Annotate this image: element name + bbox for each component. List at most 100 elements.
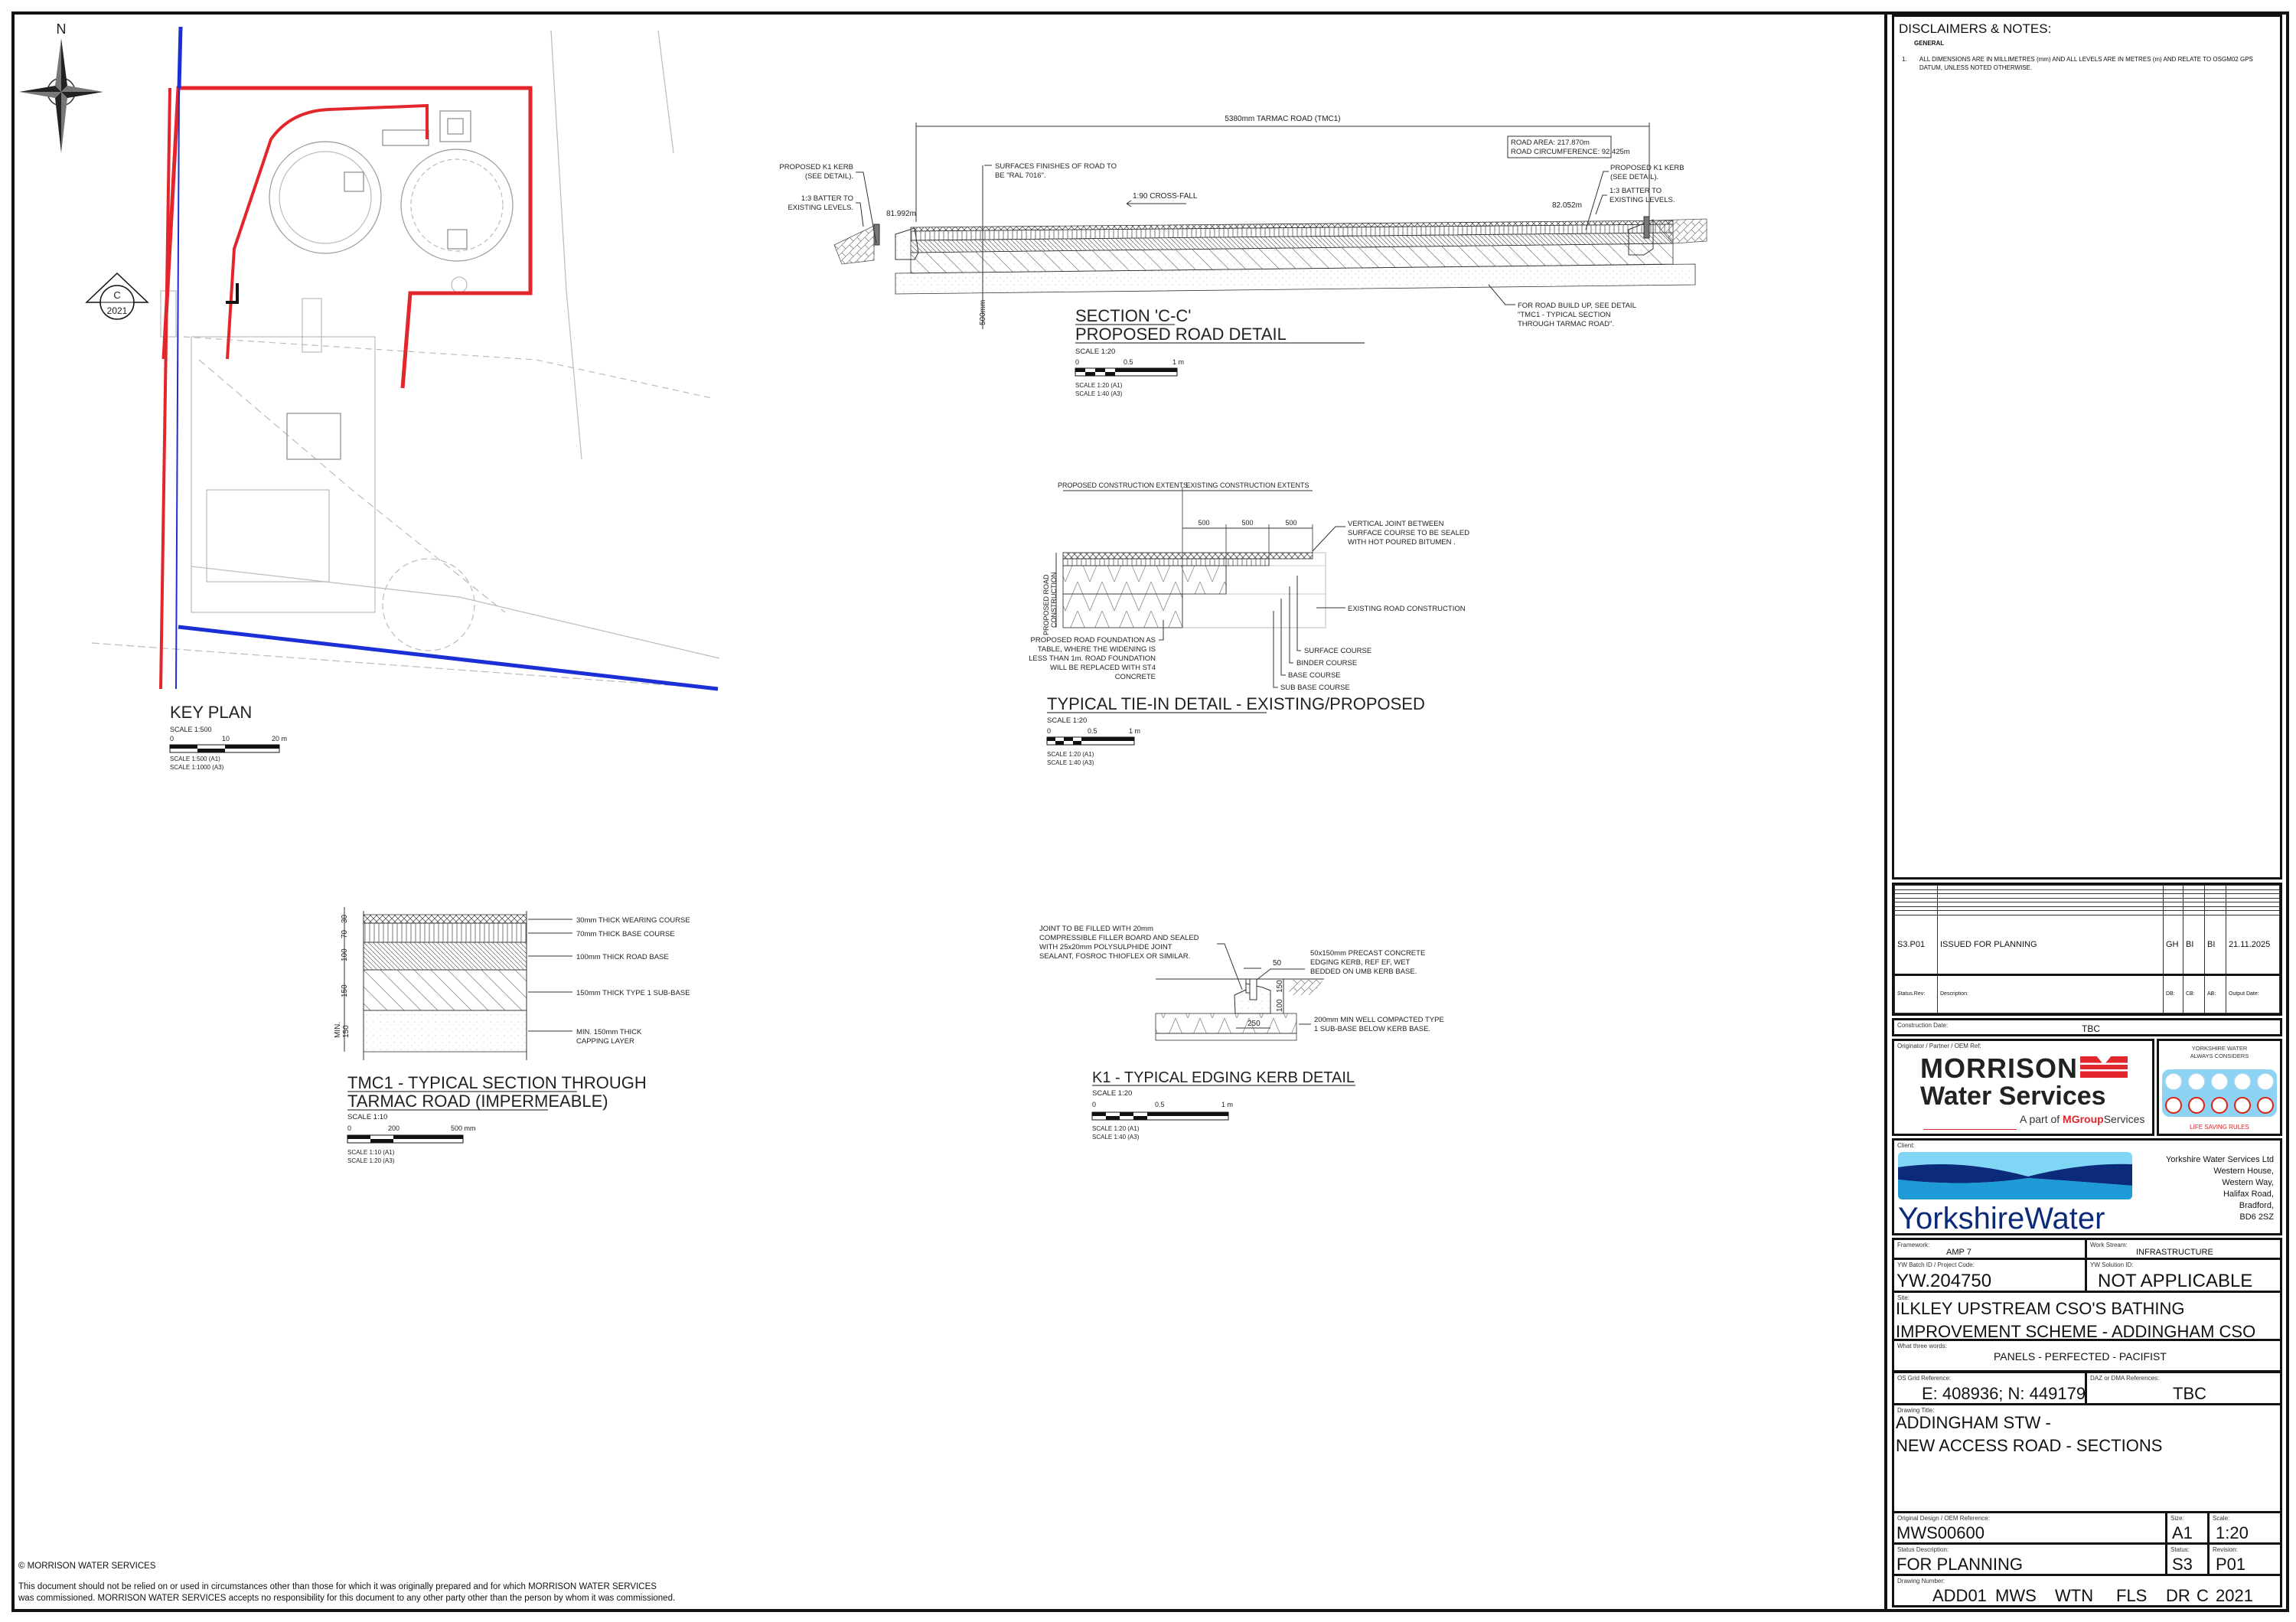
- status-description-field: Status Description: FOR PLANNING: [1892, 1542, 2167, 1576]
- rule-icon: [2257, 1072, 2274, 1090]
- tmc1-section: 30 70 100 150 MIN. 150 30mm THICK WEARIN…: [334, 907, 690, 1164]
- field-text: OS Grid Reference:: [1897, 1375, 1952, 1382]
- field-text: Status.Rev:: [1894, 973, 1938, 1014]
- key-plan: N C 2021 KEY PLAN SCALE 1:500 0 10 20 m …: [19, 21, 720, 771]
- drawing-label: 0: [1092, 1101, 1096, 1108]
- drawing-label: THROUGH TARMAC ROAD".: [1518, 320, 1614, 328]
- field-text: YW Batch ID / Project Code:: [1897, 1261, 1975, 1268]
- pipe-west: [175, 87, 180, 690]
- drawing-label: EXISTING CONSTRUCTION EXTENTS: [1186, 481, 1309, 489]
- morrison-logo: MORRISON Water Services A part of MGroup…: [1920, 1055, 2145, 1130]
- drawing-label: WILL BE REPLACED WITH ST4: [1050, 664, 1156, 672]
- field-text: DAZ or DMA References:: [2090, 1375, 2160, 1382]
- solution-id-field: YW Solution ID: NOT APPLICABLE: [2085, 1258, 2282, 1293]
- field-text: 21.11.2025: [2226, 914, 2280, 975]
- drawing-label: 50x150mm PRECAST CONCRETE: [1310, 949, 1425, 958]
- prohibited-icon: [2257, 1096, 2274, 1114]
- drawing-label: FOR ROAD BUILD UP, SEE DETAIL: [1518, 302, 1636, 310]
- drawing-area: N C 2021 KEY PLAN SCALE 1:500 0 10 20 m …: [19, 21, 1707, 1164]
- drawing-label: SURFACE COURSE TO BE SEALED: [1348, 529, 1469, 537]
- os-grid-field: OS Grid Reference: E: 408936; N: 449179: [1892, 1371, 2087, 1405]
- drawing-label: 150: [1276, 980, 1284, 993]
- field-text: 1:20: [2216, 1523, 2249, 1542]
- prohibited-icon: [2211, 1096, 2228, 1114]
- tie-in-title: TYPICAL TIE-IN DETAIL - EXISTING/PROPOSE…: [1047, 694, 1425, 713]
- drawing-label: SURFACES FINISHES OF ROAD TO: [995, 162, 1117, 171]
- drawing-label: "TMC1 - TYPICAL SECTION: [1518, 311, 1611, 319]
- drawing-label: BE "RAL 7016".: [995, 171, 1046, 180]
- field-text: Western House,: [2213, 1167, 2274, 1176]
- field-text: GH: [2163, 914, 2183, 975]
- field-text: Water Services: [1920, 1082, 2106, 1111]
- drawing-label: 5380mm TARMAC ROAD (TMC1): [1225, 115, 1340, 123]
- drawing-label: SCALE 1:20: [1047, 716, 1087, 725]
- scale-label: SCALE 1:500: [170, 726, 212, 733]
- field-text: FLS: [2116, 1586, 2148, 1605]
- field-text: Halifax Road,: [2223, 1190, 2274, 1199]
- field-text: P01: [2216, 1555, 2246, 1574]
- field-text: Output Date:: [2226, 973, 2280, 1014]
- field-text: INFRASTRUCTURE: [2136, 1248, 2213, 1257]
- field-text: ALWAYS CONSIDERS: [2190, 1053, 2249, 1059]
- client-panel: Client: YorkshireWater Yorkshire Water S…: [1892, 1138, 2282, 1235]
- drawing-label: (SEE DETAIL).: [1610, 173, 1658, 181]
- field-text: S3.P01: [1894, 914, 1938, 975]
- drawing-label: VERTICAL JOINT BETWEEN: [1348, 520, 1444, 528]
- field-text: Originator / Partner / OEM Ref:: [1897, 1043, 1981, 1049]
- field-text: BI: [2183, 914, 2205, 975]
- field-text: A part of: [2020, 1113, 2063, 1125]
- disclaimer-line: was commissioned. MORRISON WATER SERVICE…: [18, 1594, 676, 1603]
- drawing-label: SCALE 1:20 (A1): [1092, 1125, 1140, 1132]
- drawing-label: SCALE 1:20 (A3): [347, 1157, 395, 1164]
- prohibited-icon: [2188, 1096, 2205, 1114]
- drawing-label: EXISTING ROAD CONSTRUCTION: [1348, 605, 1466, 613]
- field-text: AMP 7: [1946, 1248, 1971, 1257]
- field-text: ADD01: [1932, 1586, 1987, 1605]
- note-item: 1. ALL DIMENSIONS ARE IN MILLIMETRES (mm…: [1902, 55, 2256, 72]
- drawing-label: 1:90 CROSS-FALL: [1133, 192, 1198, 201]
- field-text: S3: [2172, 1555, 2193, 1574]
- drawing-label: JOINT TO BE FILLED WITH 20mm: [1039, 925, 1153, 933]
- field-text: NEW ACCESS ROAD - SECTIONS: [1896, 1436, 2163, 1455]
- field-text: Description:: [1937, 973, 2164, 1014]
- field-text: YORKSHIRE WATER: [2191, 1045, 2248, 1052]
- drawing-label: 0: [1047, 727, 1051, 735]
- drawing-label: (SEE DETAIL).: [805, 172, 853, 181]
- field-text: MWS00600: [1896, 1523, 1985, 1542]
- prohibited-icon: [2234, 1096, 2251, 1114]
- revision-header: Status.Rev: Description: DB: CB: AB: Out…: [1894, 973, 2280, 1014]
- field-text: ADDINGHAM STW -: [1896, 1413, 2051, 1432]
- drawing-label: 150: [341, 984, 349, 997]
- drawing-label: CAPPING LAYER: [576, 1037, 634, 1046]
- drawing-label: SCALE 1:40 (A3): [1075, 390, 1123, 397]
- drawing-label: BEDDED ON UMB KERB BASE.: [1310, 968, 1417, 976]
- north-arrow-icon: N: [19, 21, 103, 153]
- disclaimer-line: This document should not be relied on or…: [18, 1582, 657, 1591]
- field-text: Drawing Title:: [1897, 1407, 1935, 1414]
- field-text: WTN: [2055, 1586, 2094, 1605]
- tmc1-title: TMC1 - TYPICAL SECTION THROUGH: [347, 1073, 647, 1092]
- k1-title: K1 - TYPICAL EDGING KERB DETAIL: [1092, 1069, 1355, 1086]
- field-text: 1.: [1902, 56, 1907, 63]
- drawing-label: 10: [222, 735, 230, 742]
- drawing-label: ROAD AREA: 217.870m: [1511, 139, 1590, 147]
- drawing-label: EDGING KERB, REF EF, WET: [1310, 958, 1411, 967]
- drawing-label: 100mm THICK ROAD BASE: [576, 953, 669, 961]
- yorkshire-water-logo: YorkshireWater: [1898, 1152, 2132, 1234]
- drawing-label: TABLE, WHERE THE WIDENING IS: [1038, 645, 1156, 654]
- section-marker[interactable]: C 2021: [85, 272, 149, 320]
- field-text: BD6 2SZ: [2239, 1212, 2274, 1222]
- drawing-label: PROPOSED ROAD DETAIL: [1075, 325, 1287, 344]
- drawing-label: PROPOSED CONSTRUCTION EXTENTS: [1058, 481, 1188, 489]
- drawing-label: 500mm: [979, 300, 987, 325]
- drawing-label: 2021: [107, 305, 128, 316]
- drawing-label: SCALE 1:500 (A1): [170, 756, 220, 762]
- field-text: YW.204750: [1896, 1271, 1992, 1291]
- scale-bar: [1075, 367, 1178, 377]
- wave-logo-icon: [1898, 1152, 2132, 1199]
- field-text: Services: [2103, 1113, 2145, 1125]
- revision-table: S3.P01 ISSUED FOR PLANNING GH BI BI 21.1…: [1892, 883, 2282, 1016]
- field-text: What three words:: [1897, 1343, 1947, 1349]
